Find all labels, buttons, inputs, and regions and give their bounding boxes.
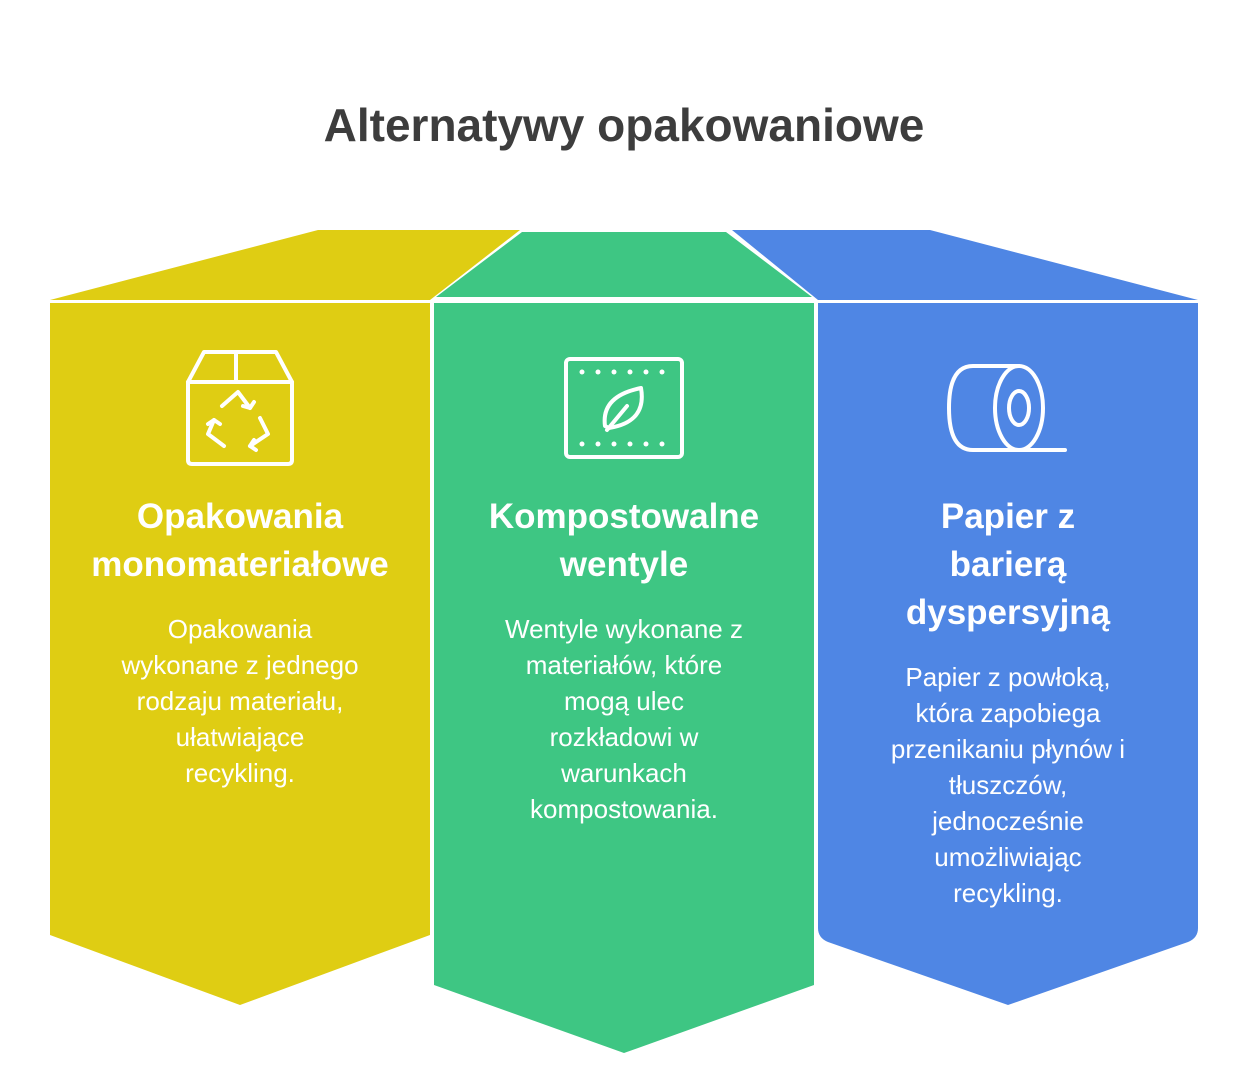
column-paper-barrier: Papier z barierą dyspersyjną Papier z po… — [818, 493, 1198, 911]
yellow-column-body — [50, 303, 430, 1005]
column-description: Papier z powłoką, która zapobiega przeni… — [890, 662, 1126, 908]
column-description: Wentyle wykonane z materiałów, które mog… — [505, 614, 743, 824]
yellow-column-top — [50, 230, 520, 300]
column-heading: Papier z barierą dyspersyjną — [905, 497, 1111, 632]
recycle-box-icon — [186, 350, 294, 466]
green-column-top — [436, 232, 812, 297]
column-compostable: Kompostowalne wentyle Wentyle wykonane z… — [434, 493, 814, 827]
leaf-film-icon — [564, 357, 684, 459]
green-column-body — [434, 303, 814, 1053]
column-heading: Kompostowalne wentyle — [488, 497, 760, 584]
column-heading: Opakowania monomateriałowe — [91, 497, 389, 584]
column-monomaterial: Opakowania monomateriałowe Opakowania wy… — [50, 493, 430, 791]
blue-column-body — [818, 303, 1198, 1005]
column-description: Opakowania wykonane z jednego rodzaju ma… — [121, 614, 359, 788]
page-title: Alternatywy opakowaniowe — [323, 99, 925, 151]
paper-roll-icon — [947, 364, 1067, 452]
blue-column-top — [732, 230, 1198, 300]
